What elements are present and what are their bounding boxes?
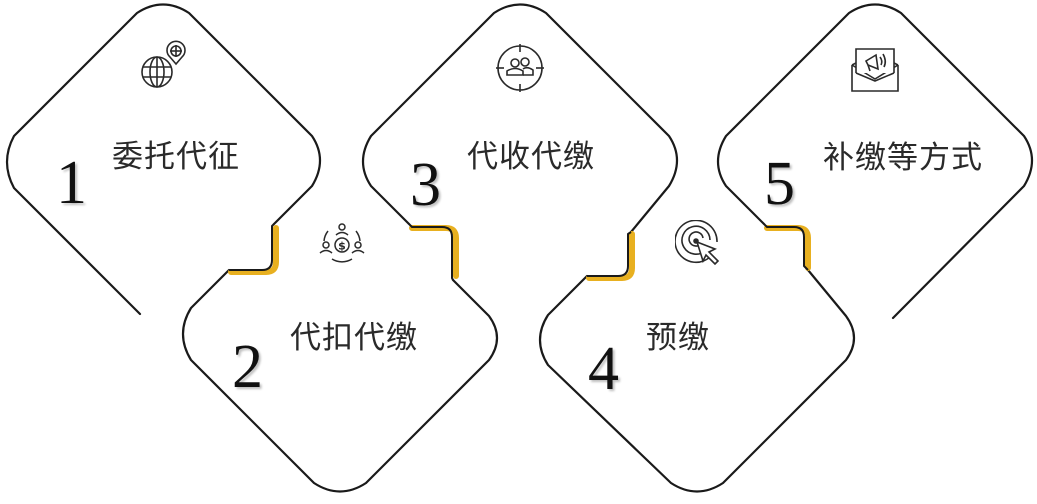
diamond-2-outline	[181, 268, 499, 493]
diamond-5-outline	[716, 3, 1034, 320]
connector-1-2	[228, 223, 279, 275]
connector-2-3	[408, 223, 459, 281]
target-users-icon	[496, 44, 544, 92]
diamond-3-outline	[361, 3, 679, 234]
step-5-label: 补缴等方式	[823, 140, 983, 176]
step-2-number: 2	[232, 333, 263, 401]
people-money-circle-icon: $	[319, 223, 365, 263]
diamond-1-outline	[5, 3, 322, 316]
step-4-label: 预缴	[646, 320, 710, 356]
target-cursor-icon	[675, 220, 720, 266]
connector-4-5	[763, 223, 811, 271]
connector-3-4	[586, 231, 635, 281]
envelope-megaphone-icon	[851, 48, 899, 92]
step-4-number: 4	[588, 335, 619, 403]
step-3-number: 3	[410, 151, 441, 219]
globe-location-icon	[141, 40, 186, 88]
step-1-label: 委托代征	[112, 139, 240, 175]
step-1-number: 1	[56, 149, 87, 217]
diamond-4-outline	[538, 268, 856, 493]
step-5-number: 5	[764, 150, 795, 218]
step-3-label: 代收代缴	[467, 139, 595, 175]
step-2-label: 代扣代缴	[290, 320, 418, 356]
svg-text:$: $	[338, 240, 346, 253]
